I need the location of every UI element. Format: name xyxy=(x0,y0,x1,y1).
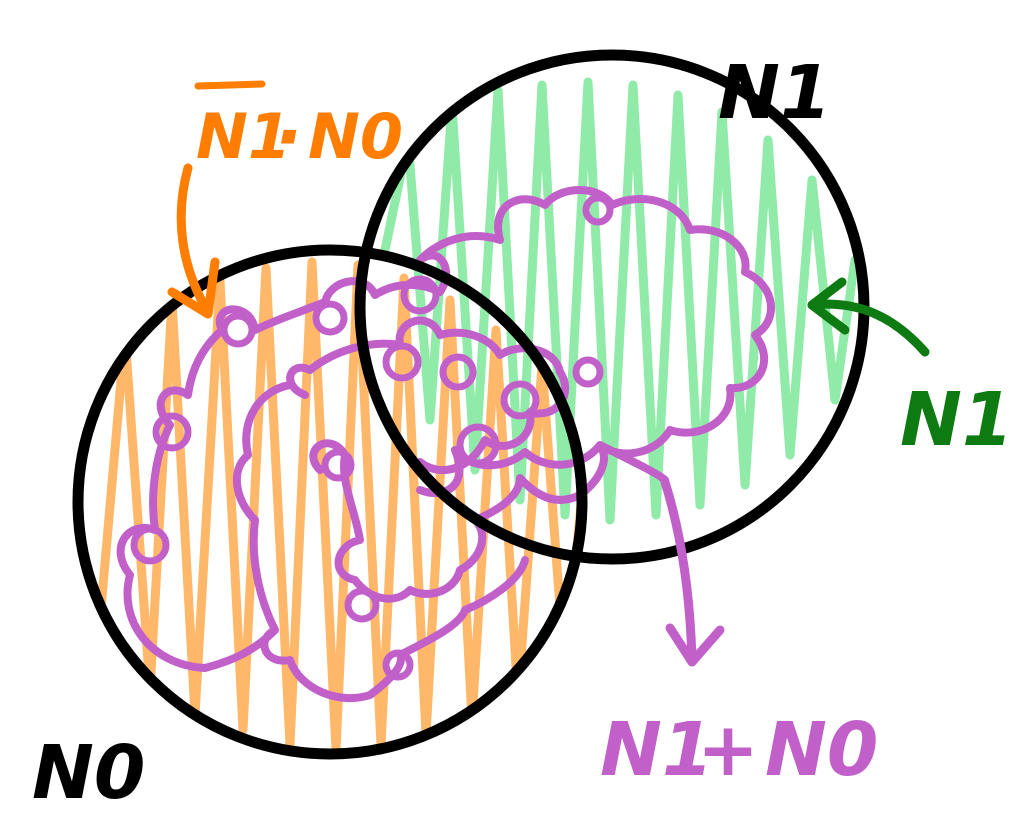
overline xyxy=(194,80,266,90)
arrow-down-icon xyxy=(660,477,725,667)
label-union: N1 + N0 xyxy=(600,707,878,793)
label-complement-n1-and-n0: N1 · N0 xyxy=(194,80,403,179)
arrow-left-icon xyxy=(807,277,930,357)
label-n1-top: N1 xyxy=(718,50,831,136)
label-plus: + xyxy=(697,707,759,793)
label-n1-right: N1 xyxy=(900,377,1010,463)
label-n0-sum: N0 xyxy=(765,707,878,793)
arrow-down-icon xyxy=(167,163,220,319)
label-n0-bottom: N0 xyxy=(32,730,145,816)
label-n1-not: N1 xyxy=(196,100,291,173)
label-dot: · xyxy=(275,95,302,179)
label-n0-orange: N0 xyxy=(308,100,403,173)
n0-hatch-region xyxy=(95,257,582,754)
n0-circle xyxy=(72,244,588,760)
label-n1-sum: N1 xyxy=(600,707,713,793)
